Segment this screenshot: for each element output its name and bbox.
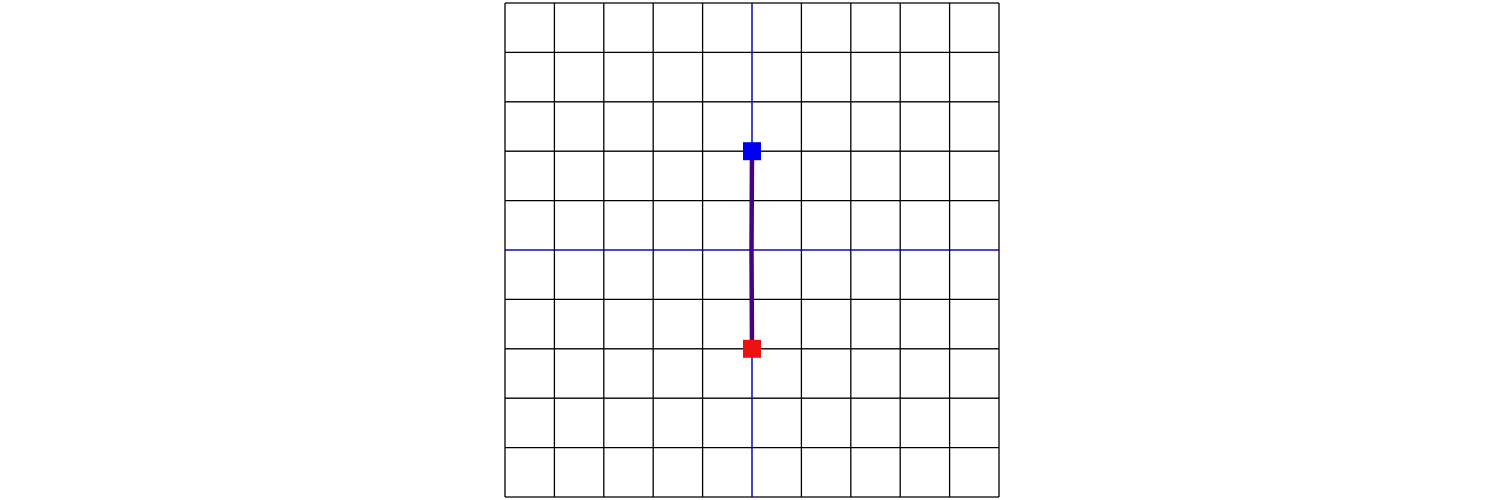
end-marker [743,339,761,358]
path-line [749,148,755,352]
path-layer [749,148,755,352]
marker-layer [743,142,761,358]
start-marker [743,142,761,161]
